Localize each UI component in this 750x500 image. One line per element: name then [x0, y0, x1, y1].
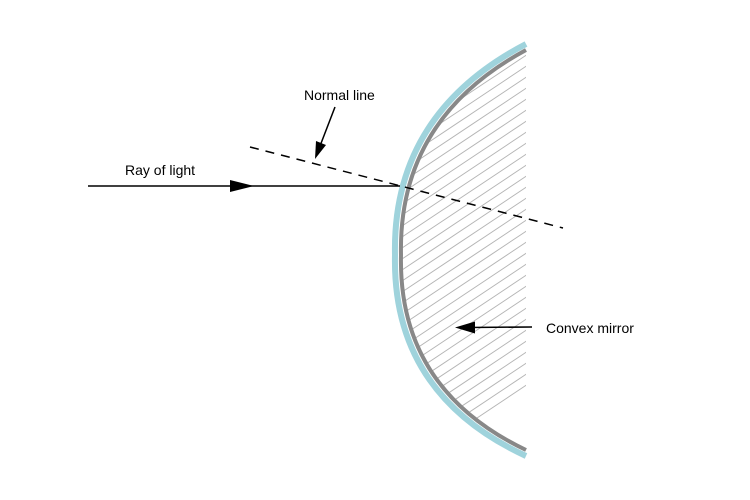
- mirror-backing: [398, 48, 527, 452]
- mirror-back-hatching: [399, 48, 526, 452]
- hatch-line: [399, 100, 526, 202]
- hatch-line: [399, 177, 526, 279]
- hatch-line: [399, 254, 526, 356]
- convex-mirror-label: Convex mirror: [546, 320, 634, 336]
- hatch-line: [399, 111, 526, 213]
- hatch-line: [399, 133, 526, 235]
- mirror-pointer-line: [467, 326, 533, 329]
- hatch-line: [399, 232, 526, 334]
- hatch-line: [399, 342, 526, 444]
- ray-of-light-label: Ray of light: [125, 162, 195, 178]
- mirror-glass-surface: [391, 41, 528, 459]
- hatch-line: [399, 221, 526, 323]
- hatch-line: [399, 243, 526, 345]
- ray-arrowhead-icon: [230, 180, 254, 192]
- normal-line-dashed: [249, 146, 564, 229]
- hatch-line: [399, 48, 526, 81]
- hatch-line: [399, 48, 526, 114]
- mirror-pointer-arrowhead-icon: [455, 321, 475, 334]
- normal-pointer-arrowhead-icon: [315, 141, 326, 159]
- hatch-line: [399, 48, 526, 125]
- hatch-line: [399, 353, 526, 452]
- hatch-line: [399, 122, 526, 224]
- hatch-line: [399, 144, 526, 246]
- hatch-line: [399, 199, 526, 301]
- hatch-line: [399, 155, 526, 257]
- normal-line-pointer: [319, 106, 336, 147]
- hatch-line: [399, 166, 526, 268]
- hatch-line: [399, 56, 526, 158]
- normal-line-label: Normal line: [304, 87, 375, 103]
- hatch-line: [399, 210, 526, 312]
- hatch-line: [399, 375, 526, 452]
- hatch-line: [399, 188, 526, 290]
